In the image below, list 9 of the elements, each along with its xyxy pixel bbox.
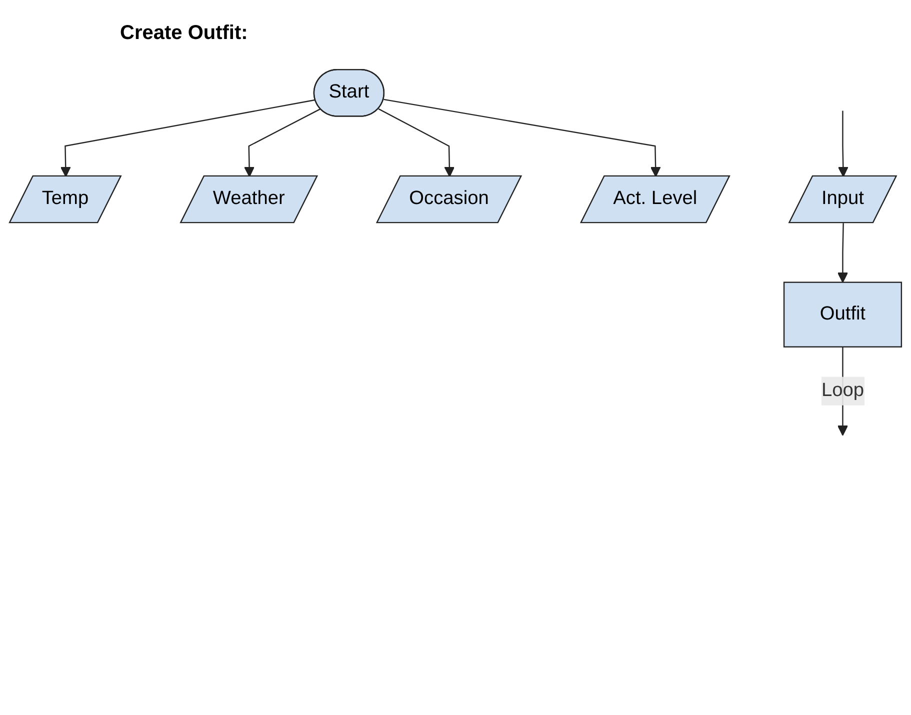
arrow [837,223,848,283]
edge-label: Loop [821,380,864,401]
arrow [60,99,316,178]
arrow [378,108,455,178]
arrow [244,108,321,178]
node-box: Outfit [783,282,902,348]
arrow [384,98,661,178]
diagram-title: Create Outfit: [120,22,248,45]
arrow [838,110,848,178]
